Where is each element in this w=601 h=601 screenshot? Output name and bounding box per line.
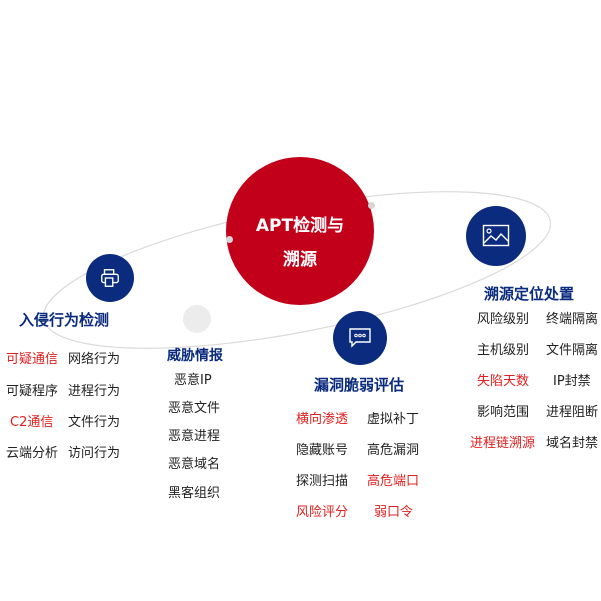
intrusion-item: 网络行为 [68, 352, 121, 367]
core-apt-circle: APT检测与 溯源 [226, 157, 374, 305]
trace-item: 文件隔离 [546, 343, 599, 358]
intrusion-item: 可疑通信 [6, 352, 59, 367]
trace-item: 终端隔离 [546, 312, 599, 327]
trace-item: 风险级别 [477, 312, 530, 327]
trace-item: 失陷天数 [477, 374, 530, 389]
vuln-item: 高危漏洞 [367, 443, 420, 458]
intrusion-item: 访问行为 [68, 446, 121, 461]
intrusion-item: 进程行为 [68, 384, 121, 399]
trace-item: 主机级别 [477, 343, 530, 358]
trace-item: 影响范围 [477, 405, 530, 420]
threat-intel-title: 威胁情报 [167, 348, 223, 364]
threat-intel-node [183, 305, 211, 333]
trace-node [466, 206, 526, 266]
vuln-node [333, 311, 387, 365]
trace-item: IP封禁 [553, 374, 591, 389]
threat-intel-item: 恶意域名 [168, 457, 221, 472]
core-title-line2: 溯源 [283, 250, 317, 270]
vuln-item: 弱口令 [374, 505, 414, 520]
image-icon [482, 224, 510, 247]
threat-intel-item: 恶意IP [174, 373, 212, 388]
intrusion-node [86, 254, 134, 302]
intrusion-item: C2通信 [10, 415, 54, 430]
vuln-item: 风险评分 [296, 505, 349, 520]
threat-intel-item: 恶意文件 [168, 401, 221, 416]
orbit-dot [368, 202, 375, 209]
trace-item: 进程链溯源 [470, 436, 536, 451]
threat-intel-item: 黑客组织 [168, 486, 221, 501]
orbit-dot [226, 236, 233, 243]
chat-bubble-icon [349, 328, 371, 348]
trace-item: 进程阻断 [546, 405, 599, 420]
intrusion-title: 入侵行为检测 [19, 311, 110, 329]
trace-title: 溯源定位处置 [484, 285, 575, 303]
vuln-item: 探测扫描 [296, 474, 349, 489]
intrusion-item: 可疑程序 [6, 384, 59, 399]
vuln-title: 漏洞脆弱评估 [314, 376, 405, 394]
trace-item: 域名封禁 [546, 436, 599, 451]
core-title-line1: APT检测与 [255, 216, 345, 236]
vuln-item: 虚拟补丁 [367, 412, 420, 427]
threat-intel-item: 恶意进程 [168, 429, 221, 444]
vuln-item: 高危端口 [367, 474, 420, 489]
vuln-item: 隐藏账号 [296, 443, 349, 458]
printer-icon [101, 269, 119, 287]
vuln-item: 横向渗透 [296, 412, 349, 427]
intrusion-item: 文件行为 [68, 415, 121, 430]
intrusion-item: 云端分析 [6, 446, 59, 461]
